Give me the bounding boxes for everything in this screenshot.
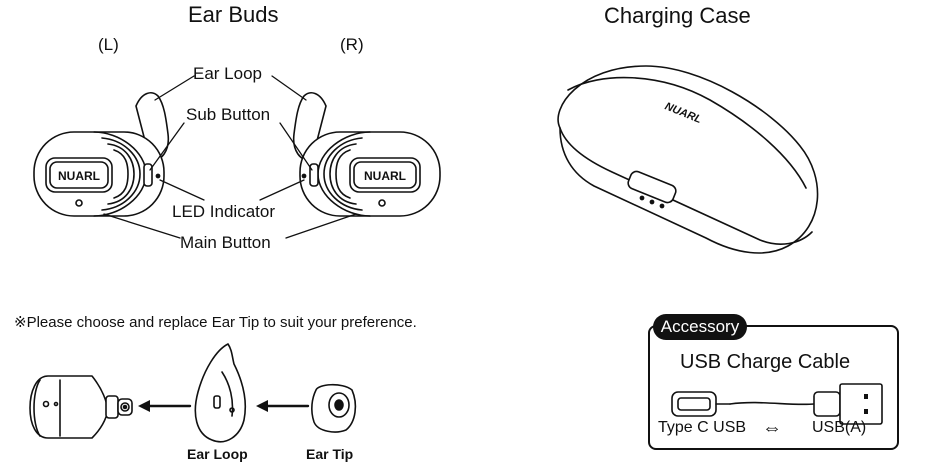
ear-tip-part-label: Ear Tip xyxy=(306,446,354,462)
charging-case-illustration xyxy=(557,65,819,254)
ear-loop-callout: Ear Loop xyxy=(193,64,262,83)
type-c-label: Type C USB xyxy=(658,419,747,436)
usb-cable-illustration xyxy=(671,383,883,425)
right-earbud-illustration xyxy=(292,92,441,217)
ear-loop-part-label: Ear Loop xyxy=(187,446,248,462)
usb-a-label: USB(A) xyxy=(812,419,867,436)
right-brand-logo: NUARL xyxy=(364,169,406,183)
left-brand-logo: NUARL xyxy=(58,169,100,183)
callout-lines xyxy=(103,75,357,239)
accessory-badge: Accessory xyxy=(653,314,747,340)
accessory-panel xyxy=(648,325,899,450)
usb-cable-title: USB Charge Cable xyxy=(680,351,851,373)
left-earbud-illustration xyxy=(33,92,170,217)
right-earbud-label: (R) xyxy=(340,35,364,54)
connector-arrow-icon: ⇔ xyxy=(762,417,782,439)
ear-tip-note: ※Please choose and replace Ear Tip to su… xyxy=(14,314,417,331)
ear-tip-assembly-illustration xyxy=(29,343,357,443)
led-indicator-callout: LED Indicator xyxy=(172,202,275,221)
main-button-callout: Main Button xyxy=(180,233,271,252)
charging-case-title: Charging Case xyxy=(604,3,751,28)
sub-button-callout: Sub Button xyxy=(186,105,271,124)
left-earbud-label: (L) xyxy=(98,35,119,54)
earbuds-title: Ear Buds xyxy=(188,2,279,27)
